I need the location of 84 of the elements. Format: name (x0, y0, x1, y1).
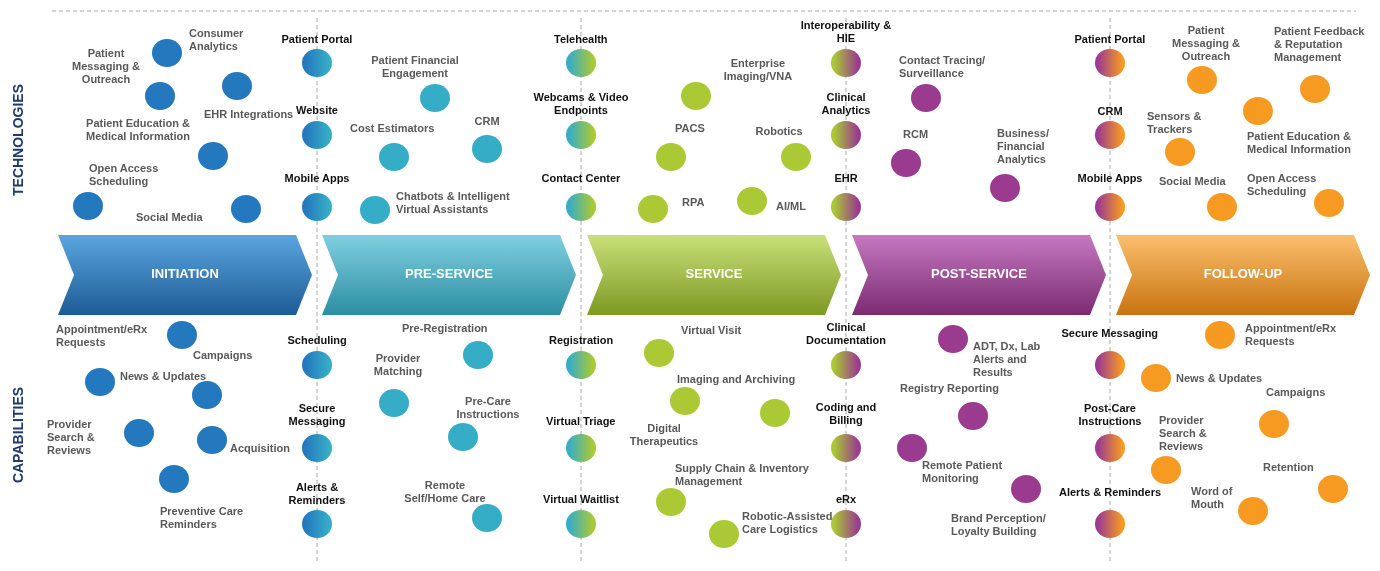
stage-item-label: Post-Care Instructions (1077, 402, 1143, 428)
section-heading: CAPABILITIES (10, 386, 27, 484)
item-label: Contact Tracing/ Surveillance (899, 54, 987, 80)
stage-banner (322, 235, 576, 315)
stage-item-label: Clinical Analytics (820, 91, 872, 117)
item-label: Campaigns (193, 349, 253, 362)
item-label: Patient Financial Engagement (370, 54, 460, 80)
stage-item-label: Registration (549, 334, 614, 347)
item-label: Provider Matching (372, 352, 424, 378)
item-label: Digital Therapeutics (628, 422, 700, 448)
stage-item-label: Coding and Billing (814, 401, 878, 427)
stage-banner (852, 235, 1106, 315)
item-label: Retention (1263, 461, 1314, 474)
item-label: Patient Feedback & Reputation Management (1274, 25, 1366, 64)
item-label: Virtual Visit (681, 324, 742, 337)
stage-item-label: Mobile Apps (1077, 172, 1143, 185)
stage-title: FOLLOW-UP (1202, 266, 1284, 281)
item-label: Provider Search & Reviews (47, 418, 96, 457)
item-label: Remote Self/Home Care (403, 479, 487, 505)
stage-item-label: Mobile Apps (284, 172, 350, 185)
item-label: Campaigns (1266, 386, 1326, 399)
stage-title: SERVICE (684, 266, 744, 281)
item-label: Supply Chain & Inventory Management (675, 462, 810, 488)
stage-title: POST-SERVICE (930, 266, 1028, 281)
item-label: Preventive Care Reminders (160, 505, 245, 531)
stage-item-label: Alerts & Reminders (1059, 486, 1162, 499)
item-label: Open Access Scheduling (1247, 172, 1318, 198)
stage-banner (58, 235, 312, 315)
item-label: Social Media (1159, 175, 1226, 188)
stage-item-label: Telehealth (554, 33, 608, 46)
stage-item-label: Secure Messaging (287, 402, 347, 428)
stage-banner (1116, 235, 1370, 315)
item-label: Remote Patient Monitoring (922, 459, 1004, 485)
item-label: Chatbots & Intelligent Virtual Assistants (396, 190, 511, 216)
item-label: Robotic-Assisted Care Logistics (742, 510, 834, 536)
stage-item-label: Alerts & Reminders (287, 481, 347, 507)
item-label: News & Updates (120, 370, 207, 383)
item-label: Pre-Care Instructions (455, 395, 521, 421)
item-label: Patient Education & Medical Information (1247, 130, 1352, 156)
item-label: Patient Messaging & Outreach (71, 47, 141, 86)
stage-item-label: Website (296, 104, 338, 117)
item-label: Appointment/eRx Requests (56, 323, 149, 349)
item-label: Word of Mouth (1191, 485, 1234, 511)
stage-item-label: CRM (1097, 105, 1123, 118)
stage-title: INITIATION (150, 266, 220, 281)
stage-item-label: Virtual Triage (546, 415, 616, 428)
item-label: Registry Reporting (900, 382, 999, 395)
item-label: Cost Estimators (350, 122, 435, 135)
stage-item-label: Scheduling (287, 334, 347, 347)
stage-item-label: Secure Messaging (1061, 327, 1159, 340)
stage-item-label: Interoperability & HIE (799, 19, 893, 45)
item-label: PACS (675, 122, 705, 135)
item-label: EHR Integrations (204, 108, 294, 121)
item-label: AI/ML (776, 200, 806, 213)
item-label: Provider Search & Reviews (1159, 414, 1208, 453)
stage-item-label: Virtual Waitlist (543, 493, 619, 506)
item-label: Open Access Scheduling (89, 162, 160, 188)
section-heading: TECHNOLOGIES (10, 84, 26, 196)
stage-banner (587, 235, 841, 315)
item-label: CRM (474, 115, 500, 128)
item-label: News & Updates (1176, 372, 1263, 385)
item-label: Social Media (136, 211, 203, 224)
item-label: Appointment/eRx Requests (1245, 322, 1338, 348)
item-label: RPA (682, 196, 705, 209)
item-label: RCM (903, 128, 929, 141)
item-label: Imaging and Archiving (677, 373, 796, 386)
item-label: Consumer Analytics (189, 27, 245, 53)
item-label: Brand Perception/ Loyalty Building (951, 512, 1047, 538)
item-label: ADT, Dx, Lab Alerts and Results (973, 340, 1042, 379)
stage-item-label: Patient Portal (281, 33, 353, 46)
stage-item-label: Patient Portal (1074, 33, 1146, 46)
item-label: Acquisition (230, 442, 290, 455)
item-label: Sensors & Trackers (1147, 110, 1203, 136)
item-label: Enterprise Imaging/VNA (722, 57, 794, 83)
item-label: Robotics (755, 125, 803, 138)
item-label: Business/ Financial Analytics (997, 127, 1050, 166)
stage-item-label: eRx (836, 493, 857, 506)
item-label: Patient Messaging & Outreach (1171, 24, 1241, 63)
stage-item-label: Webcams & Video Endpoints (532, 91, 630, 117)
stage-title: PRE-SERVICE (404, 266, 494, 281)
stage-item-label: Clinical Documentation (804, 321, 888, 347)
stage-item-label: EHR (834, 172, 858, 185)
stage-item-label: Contact Center (541, 172, 621, 185)
item-label: Patient Education & Medical Information (85, 117, 191, 143)
